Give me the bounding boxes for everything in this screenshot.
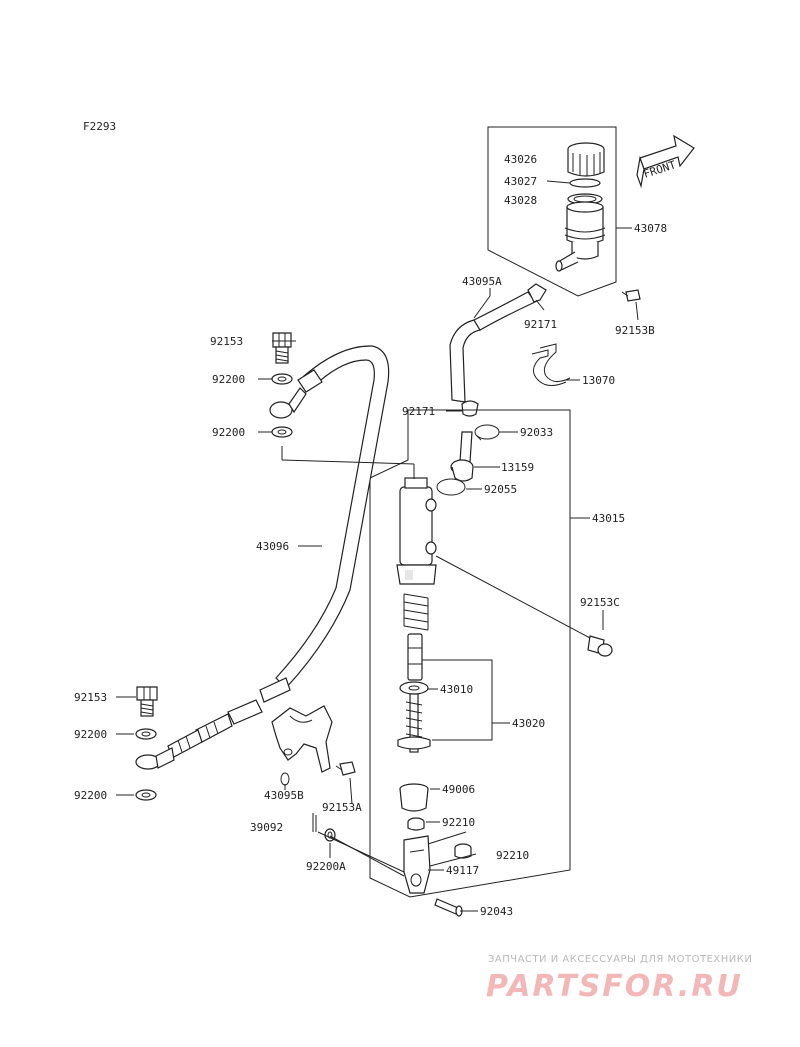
spring-clip-icon [531, 343, 571, 386]
diagram-code: F2293 [83, 120, 116, 133]
label-43095a: 43095A [462, 275, 502, 288]
master-cylinder-group-box [369, 409, 571, 898]
label-92200-2: 92200 [212, 426, 245, 439]
label-13070: 13070 [582, 374, 615, 387]
banjo-bolt-bottom-icon [136, 686, 158, 717]
piston-icon [407, 633, 423, 681]
piston-cup-icon [399, 681, 429, 695]
push-rod-icon [397, 693, 431, 753]
washer-top-2-icon [271, 426, 293, 438]
label-43010: 43010 [440, 683, 473, 696]
label-92043: 92043 [480, 905, 513, 918]
label-92153a: 92153A [322, 801, 362, 814]
label-43020: 43020 [512, 717, 545, 730]
label-49006: 49006 [442, 783, 475, 796]
nut-2-icon [454, 843, 472, 859]
banjo-fitting-top-icon [269, 387, 307, 419]
washer-top-1-icon [271, 373, 293, 385]
bracket-washer-icon [280, 772, 290, 786]
label-13159: 13159 [501, 461, 534, 474]
master-cylinder-body-icon [396, 470, 437, 585]
label-92153b: 92153B [615, 324, 655, 337]
hose-fitting-icon [450, 431, 474, 482]
nut-icon [407, 817, 425, 831]
label-92200-4: 92200 [74, 789, 107, 802]
reservoir-group-box [487, 126, 617, 297]
label-43015: 43015 [592, 512, 625, 525]
label-92200-3: 92200 [74, 728, 107, 741]
label-49117: 49117 [446, 864, 479, 877]
label-92210-1: 92210 [442, 816, 475, 829]
label-43028: 43028 [504, 194, 537, 207]
clevis-icon [403, 835, 431, 894]
banjo-bolt-top-icon [272, 332, 292, 364]
hose-clamp-icon [461, 400, 479, 417]
reservoir-hose-icon [449, 283, 547, 403]
o-ring-icon [436, 478, 466, 496]
label-92210-2: 92210 [496, 849, 529, 862]
watermark: ЗАПЧАСТИ И АКСЕССУАРЫ ДЛЯ МОТОТЕХНИКИ PA… [486, 954, 752, 1004]
leader-lines [116, 180, 639, 912]
spring-icon [403, 593, 429, 631]
washer-bottom-2-icon [135, 789, 157, 801]
washer-bottom-1-icon [135, 728, 157, 740]
part-labels: 43026 43027 43028 43078 43095A 92171 921… [74, 153, 667, 918]
label-92171-bottom: 92171 [402, 405, 435, 418]
reservoir-body-icon [555, 201, 606, 272]
front-arrow-icon: FRONT [636, 134, 695, 189]
label-92055: 92055 [484, 483, 517, 496]
label-43096: 43096 [256, 540, 289, 553]
reservoir-plate-icon [569, 178, 601, 188]
hose-bracket-icon [271, 705, 333, 773]
label-92200a: 92200A [306, 860, 346, 873]
bracket-bolt-icon [335, 761, 356, 776]
watermark-tagline: ЗАПЧАСТИ И АКСЕССУАРЫ ДЛЯ МОТОТЕХНИКИ [488, 954, 752, 965]
lower-hose-fitting-icon [135, 677, 291, 770]
label-39092: 39092 [250, 821, 283, 834]
label-43078: 43078 [634, 222, 667, 235]
cotter-pin-icon [312, 813, 317, 832]
circlip-icon [474, 424, 500, 441]
label-92200-1: 92200 [212, 373, 245, 386]
label-43027: 43027 [504, 175, 537, 188]
reservoir-cap-icon [567, 142, 605, 177]
label-92153-top: 92153 [210, 335, 243, 348]
label-92153-bottom: 92153 [74, 691, 107, 704]
label-43026: 43026 [504, 153, 537, 166]
watermark-brand: PARTSFOR.RU [486, 969, 743, 1004]
label-92153c: 92153C [580, 596, 620, 609]
label-92171-top: 92171 [524, 318, 557, 331]
bolt-92153c-icon [587, 635, 613, 657]
pin-icon [434, 898, 463, 917]
boot-icon [399, 783, 429, 812]
label-92033: 92033 [520, 426, 553, 439]
screw-92153b-icon [621, 289, 641, 302]
label-43095b: 43095B [264, 789, 304, 802]
